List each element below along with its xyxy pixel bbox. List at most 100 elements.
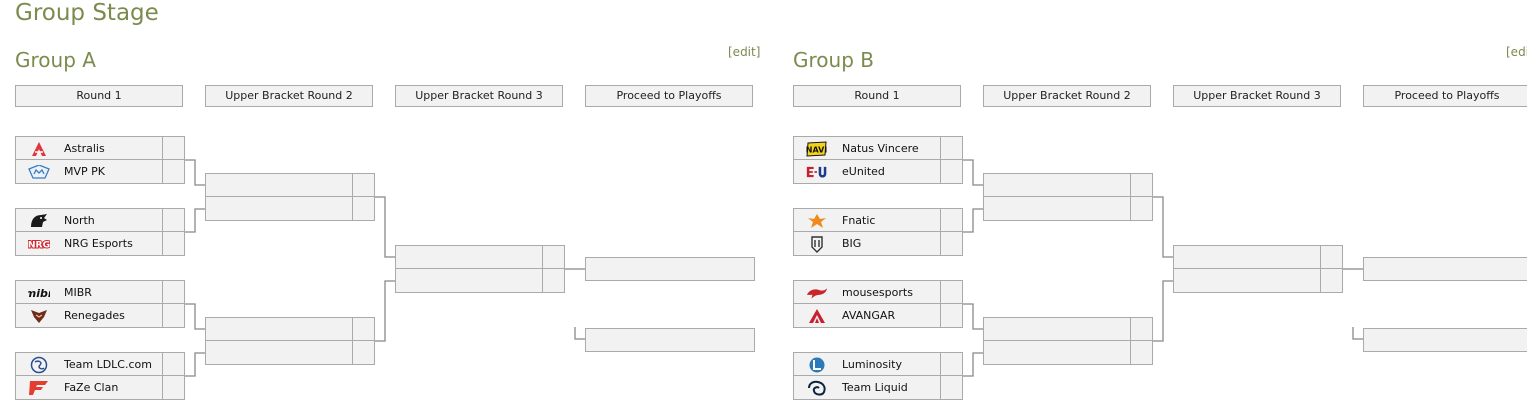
- bracket-connectors: [185, 159, 585, 377]
- match-ub-r2-2: [205, 317, 375, 365]
- empty-slot[interactable]: [585, 328, 755, 352]
- team-slot[interactable]: Luminosity: [793, 352, 963, 376]
- astralis-logo-icon: [28, 140, 50, 157]
- empty-slot[interactable]: [983, 317, 1153, 341]
- team-name: North: [64, 214, 95, 227]
- score-cell: [940, 353, 962, 375]
- empty-slot[interactable]: [983, 173, 1153, 197]
- score-cell: [940, 232, 962, 255]
- score-cell: [162, 232, 184, 255]
- mousesports-logo-icon: [806, 284, 828, 301]
- team-name: mousesports: [842, 286, 913, 299]
- team-slot[interactable]: Renegades: [15, 304, 185, 328]
- group-b: Group B [edit] Round 1 Upper Bracket Rou…: [778, 0, 1527, 412]
- empty-slot[interactable]: [205, 317, 375, 341]
- team-slot[interactable]: North: [15, 208, 185, 232]
- mvp-pk-logo-icon: [28, 163, 50, 180]
- page-title: Group Stage: [15, 0, 159, 26]
- round-header-round-1: Round 1: [15, 85, 183, 107]
- score-cell: [542, 269, 564, 292]
- score-cell: [940, 304, 962, 327]
- round-header-upper-round-2: Upper Bracket Round 2: [205, 85, 373, 107]
- team-slot[interactable]: mousesports: [793, 280, 963, 304]
- match-r1-2: North NRG NRG Esports: [15, 208, 185, 256]
- team-name: MVP PK: [64, 165, 105, 178]
- group-a: Group A [edit] Round 1 Upper Bracket Rou…: [0, 0, 760, 412]
- team-slot[interactable]: Fnatic: [793, 208, 963, 232]
- ldlc-logo-icon: [28, 356, 50, 373]
- empty-slot[interactable]: [205, 341, 375, 365]
- empty-slot[interactable]: [1173, 269, 1343, 293]
- score-cell: [940, 160, 962, 183]
- team-name: eUnited: [842, 165, 885, 178]
- round-header-playoffs: Proceed to Playoffs: [585, 85, 753, 107]
- round-header-upper-round-2: Upper Bracket Round 2: [983, 85, 1151, 107]
- playoff-slot-2: [585, 328, 755, 352]
- liquid-logo-icon: [806, 379, 828, 396]
- score-cell: [940, 137, 962, 159]
- round-header-upper-round-3: Upper Bracket Round 3: [1173, 85, 1341, 107]
- empty-slot[interactable]: [585, 257, 755, 281]
- group-title: Group B: [793, 48, 874, 72]
- empty-slot[interactable]: [205, 173, 375, 197]
- score-cell: [1320, 246, 1342, 268]
- team-name: Astralis: [64, 142, 105, 155]
- svg-text:mibr: mibr: [28, 287, 50, 300]
- team-slot[interactable]: NAVI Natus Vincere: [793, 136, 963, 160]
- team-slot[interactable]: NRG NRG Esports: [15, 232, 185, 256]
- team-name: BIG: [842, 237, 862, 250]
- svg-text:NAVI: NAVI: [806, 145, 827, 154]
- group-title: Group A: [15, 48, 96, 72]
- empty-slot[interactable]: [205, 197, 375, 221]
- team-name: Fnatic: [842, 214, 876, 227]
- score-cell: [542, 246, 564, 268]
- luminosity-logo-icon: [806, 356, 828, 373]
- empty-slot[interactable]: [983, 197, 1153, 221]
- match-r1-3: mousesports AVANGAR: [793, 280, 963, 328]
- team-slot[interactable]: eUnited: [793, 160, 963, 184]
- mibr-logo-icon: mibr: [28, 284, 50, 301]
- match-r1-1: NAVI Natus Vincere eUnited: [793, 136, 963, 184]
- team-slot[interactable]: Astralis: [15, 136, 185, 160]
- renegades-logo-icon: [28, 307, 50, 324]
- score-cell: [162, 209, 184, 231]
- big-logo-icon: [806, 235, 828, 253]
- team-slot[interactable]: Team Liquid: [793, 376, 963, 400]
- avangar-logo-icon: [806, 307, 828, 324]
- match-ub-r3: [395, 245, 565, 293]
- empty-slot[interactable]: [1363, 257, 1527, 281]
- team-slot[interactable]: Team LDLC.com: [15, 352, 185, 376]
- score-cell: [162, 304, 184, 327]
- team-slot[interactable]: AVANGAR: [793, 304, 963, 328]
- team-slot[interactable]: BIG: [793, 232, 963, 256]
- team-name: Luminosity: [842, 358, 902, 371]
- empty-slot[interactable]: [1173, 245, 1343, 269]
- team-slot[interactable]: FaZe Clan: [15, 376, 185, 400]
- match-ub-r3: [1173, 245, 1343, 293]
- team-slot[interactable]: MVP PK: [15, 160, 185, 184]
- nrg-logo-icon: NRG: [28, 235, 50, 252]
- north-logo-icon: [28, 212, 50, 229]
- score-cell: [940, 281, 962, 303]
- match-r1-4: Luminosity Team Liquid: [793, 352, 963, 400]
- team-name: MIBR: [64, 286, 92, 299]
- empty-slot[interactable]: [983, 341, 1153, 365]
- navi-logo-icon: NAVI: [806, 140, 828, 157]
- score-cell: [1130, 341, 1152, 364]
- playoff-slot-1: [1363, 257, 1527, 281]
- eunited-logo-icon: [806, 163, 828, 180]
- score-cell: [352, 341, 374, 364]
- score-cell: [162, 353, 184, 375]
- edit-link[interactable]: [edit]: [728, 45, 761, 59]
- svg-text:NRG: NRG: [28, 239, 50, 250]
- empty-slot[interactable]: [395, 245, 565, 269]
- edit-link[interactable]: [edit]: [1506, 45, 1527, 59]
- empty-slot[interactable]: [395, 269, 565, 293]
- empty-slot[interactable]: [1363, 328, 1527, 352]
- team-slot[interactable]: mibr MIBR: [15, 280, 185, 304]
- score-cell: [940, 376, 962, 399]
- score-cell: [162, 160, 184, 183]
- match-r1-1: Astralis MVP PK: [15, 136, 185, 184]
- round-header-round-1: Round 1: [793, 85, 961, 107]
- score-cell: [352, 318, 374, 340]
